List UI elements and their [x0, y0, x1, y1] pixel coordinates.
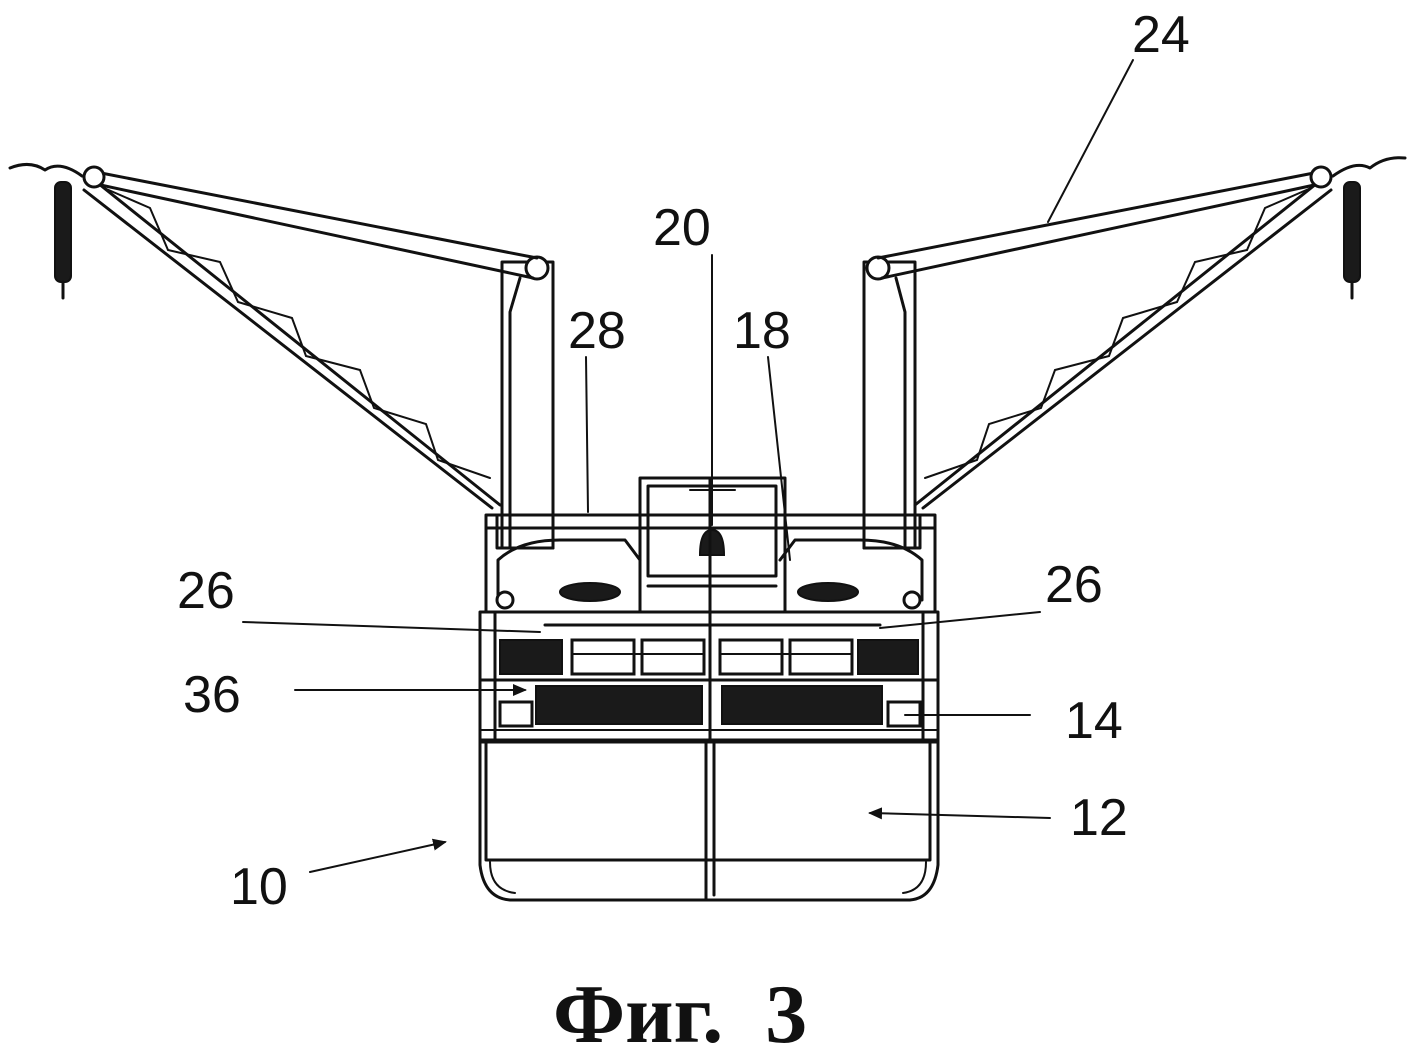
label-28: 28 — [568, 302, 626, 360]
label-36: 36 — [183, 666, 241, 724]
label-24: 24 — [1132, 6, 1190, 64]
right-crane — [862, 156, 1407, 550]
label-12: 12 — [1070, 789, 1128, 847]
label-26-right: 26 — [1045, 556, 1103, 614]
label-14: 14 — [1065, 692, 1123, 750]
label-26-left: 26 — [177, 562, 235, 620]
module-deck — [478, 610, 940, 744]
label-18: 18 — [733, 302, 791, 360]
left-crane — [8, 163, 555, 550]
hull — [478, 738, 940, 902]
figure-caption: Фиг. 3 — [553, 968, 807, 1061]
label-20: 20 — [653, 199, 711, 257]
label-10: 10 — [230, 858, 288, 916]
central-tower — [638, 476, 787, 614]
leader-lines — [242, 59, 1134, 873]
